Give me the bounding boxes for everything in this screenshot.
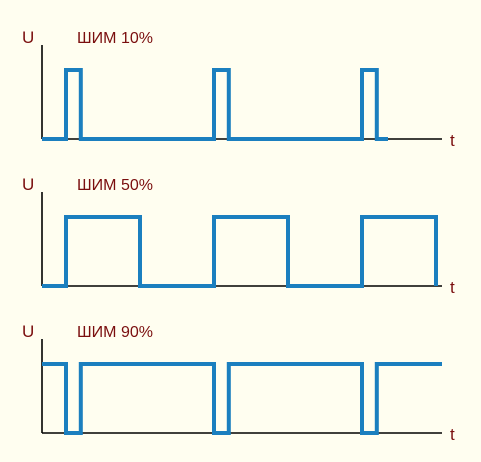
pwm-signal [42,362,442,435]
axis-y-label: U [22,175,34,194]
axis-x-label: t [450,131,455,150]
pwm-panel-3: U ШИМ 90% t [22,322,455,444]
axis-y-label: U [22,322,34,341]
panel-title: ШИМ 90% [77,324,153,341]
pwm-panel-1: U ШИМ 10% t [22,28,455,150]
pwm-signal [42,215,438,288]
pwm-panel-2: U ШИМ 50% t [22,175,455,297]
panel-title: ШИМ 50% [77,177,153,194]
pwm-signal [42,68,388,141]
axis-y-label: U [22,28,34,47]
panel-title: ШИМ 10% [77,30,153,47]
axis-x-label: t [450,278,455,297]
axis-x-label: t [450,425,455,444]
